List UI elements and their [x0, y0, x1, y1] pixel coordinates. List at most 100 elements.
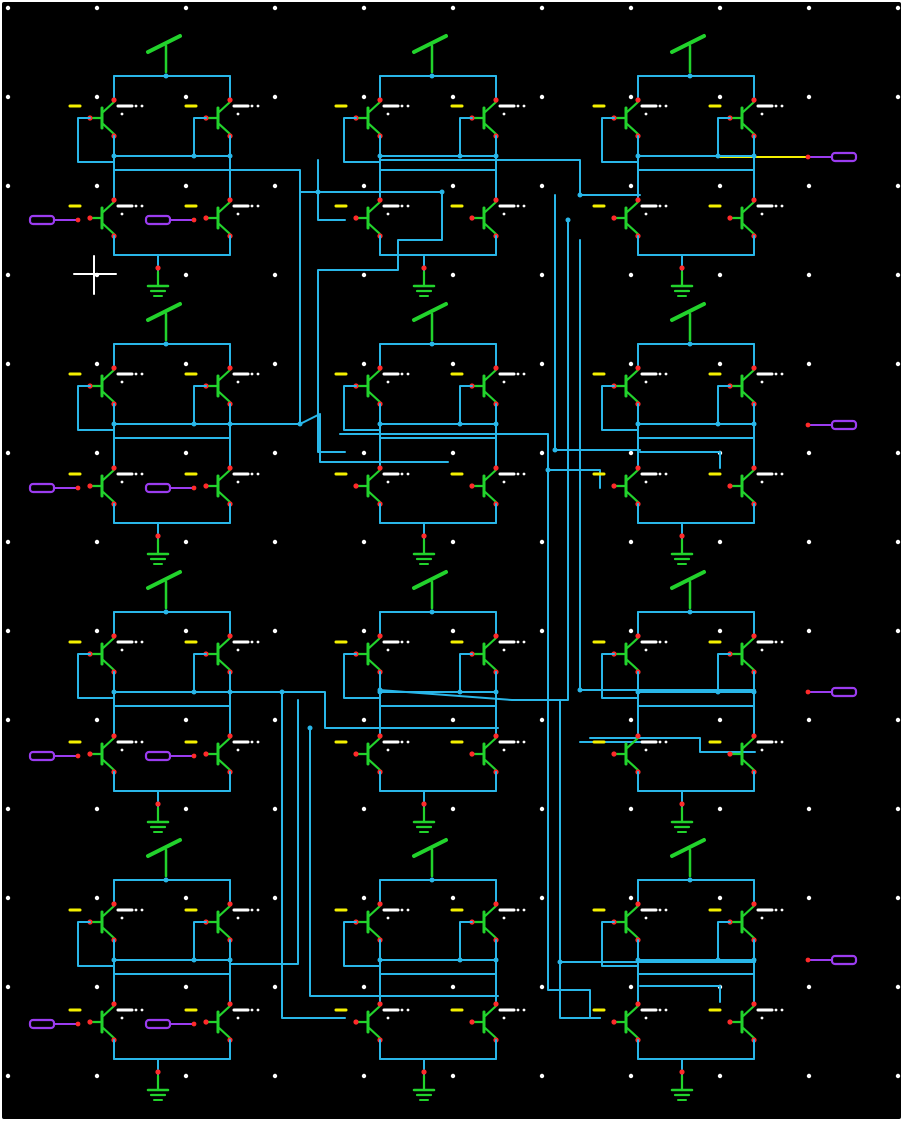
gate-label-dot: [120, 916, 124, 920]
bjt-transistor-icon: [184, 633, 260, 675]
grid-dot: [450, 361, 456, 367]
transistor-collector: [366, 736, 382, 751]
gate-label-dot: [406, 104, 410, 108]
junction: [315, 189, 321, 195]
transistor-collector: [100, 636, 116, 651]
bjt-transistor-icon: [708, 733, 784, 775]
bjt-transistor-icon: [334, 901, 410, 943]
gate-label-dot: [406, 640, 410, 644]
gate-label-dot: [406, 204, 410, 208]
gate-label-dot: [502, 480, 506, 484]
junction: [439, 189, 445, 195]
pin-node: [377, 465, 383, 471]
pin-node: [493, 97, 499, 103]
gate-cell-3-3: [592, 570, 784, 833]
interconnect-wire: [281, 691, 346, 1019]
ground-icon: [412, 538, 436, 565]
transistor-emitter: [740, 657, 756, 672]
grid-dot: [806, 539, 812, 545]
grid-dot: [183, 1073, 189, 1079]
pin-node: [751, 365, 757, 371]
gate-label-dot: [516, 908, 520, 912]
gate-label-dot: [780, 204, 784, 208]
vdd-supply-icon: [146, 838, 182, 878]
gate-label-dot: [256, 204, 260, 208]
bjt-transistor-icon: [450, 733, 526, 775]
transistor-collector: [624, 368, 640, 383]
gate-label-dot: [120, 112, 124, 116]
grid-dot: [628, 361, 634, 367]
gate-label-dot: [236, 648, 240, 652]
gate-label-dot: [120, 480, 124, 484]
ground-icon: [670, 806, 694, 833]
pin-node: [469, 215, 475, 221]
gate-label-dot: [406, 372, 410, 376]
pin-node: [635, 197, 641, 203]
grid-dot: [94, 1073, 100, 1079]
grid-dot: [5, 1073, 11, 1079]
junction: [751, 153, 757, 159]
interconnect-wire: [559, 961, 601, 1019]
io-port-icon: [805, 954, 858, 966]
supply-bar: [670, 570, 706, 590]
grid-dot: [717, 94, 723, 100]
interconnect-wire: [379, 219, 569, 701]
transistor-emitter: [216, 657, 232, 672]
gate-label-dot: [760, 648, 764, 652]
junction: [493, 689, 499, 695]
transistor-emitter: [216, 121, 232, 136]
junction: [715, 153, 721, 159]
grid-dot: [361, 806, 367, 812]
bjt-transistor-icon: [450, 465, 526, 507]
grid-dot: [628, 5, 634, 11]
junction: [687, 877, 693, 883]
gate-label-dot: [134, 908, 138, 912]
grid-dot: [450, 450, 456, 456]
gate-label-dot: [134, 204, 138, 208]
gate-label-dot: [502, 380, 506, 384]
transistor-emitter: [482, 121, 498, 136]
junction: [715, 957, 721, 963]
interconnect-wire: [639, 985, 721, 1003]
gate-label-dot: [644, 212, 648, 216]
junction: [565, 217, 571, 223]
pin-node: [611, 483, 617, 489]
pin-node: [611, 1019, 617, 1025]
transistor-emitter: [216, 1025, 232, 1040]
grid-dot: [717, 5, 723, 11]
junction: [457, 957, 463, 963]
gate-label-dot: [406, 1008, 410, 1012]
transistor-collector: [740, 1004, 756, 1019]
gate-label-dot: [522, 204, 526, 208]
grid-dot: [272, 984, 278, 990]
io-port-icon: [144, 750, 197, 762]
transistor-emitter: [740, 489, 756, 504]
ground-icon: [670, 1074, 694, 1101]
pin-node: [111, 465, 117, 471]
gate-label-dot: [236, 212, 240, 216]
grid-dot: [806, 895, 812, 901]
transistor-collector: [100, 468, 116, 483]
transistor-collector: [366, 636, 382, 651]
grid-dot: [272, 5, 278, 11]
vdd-supply-icon: [670, 302, 706, 342]
gate-label-dot: [386, 1016, 390, 1020]
pin-node: [227, 901, 233, 907]
bjt-transistor-icon: [708, 365, 784, 407]
pin-node: [635, 97, 641, 103]
grid-dot: [806, 806, 812, 812]
pin-node: [87, 483, 93, 489]
pin-node: [377, 901, 383, 907]
gate-cell-3-2: [334, 570, 526, 833]
transistor-emitter: [482, 657, 498, 672]
interconnect-wire: [589, 737, 756, 753]
transistor-emitter: [100, 757, 116, 772]
junction: [163, 73, 169, 79]
grid-dot: [628, 94, 634, 100]
gate-label-dot: [140, 104, 144, 108]
pin-node: [469, 751, 475, 757]
grid-dot: [539, 272, 545, 278]
